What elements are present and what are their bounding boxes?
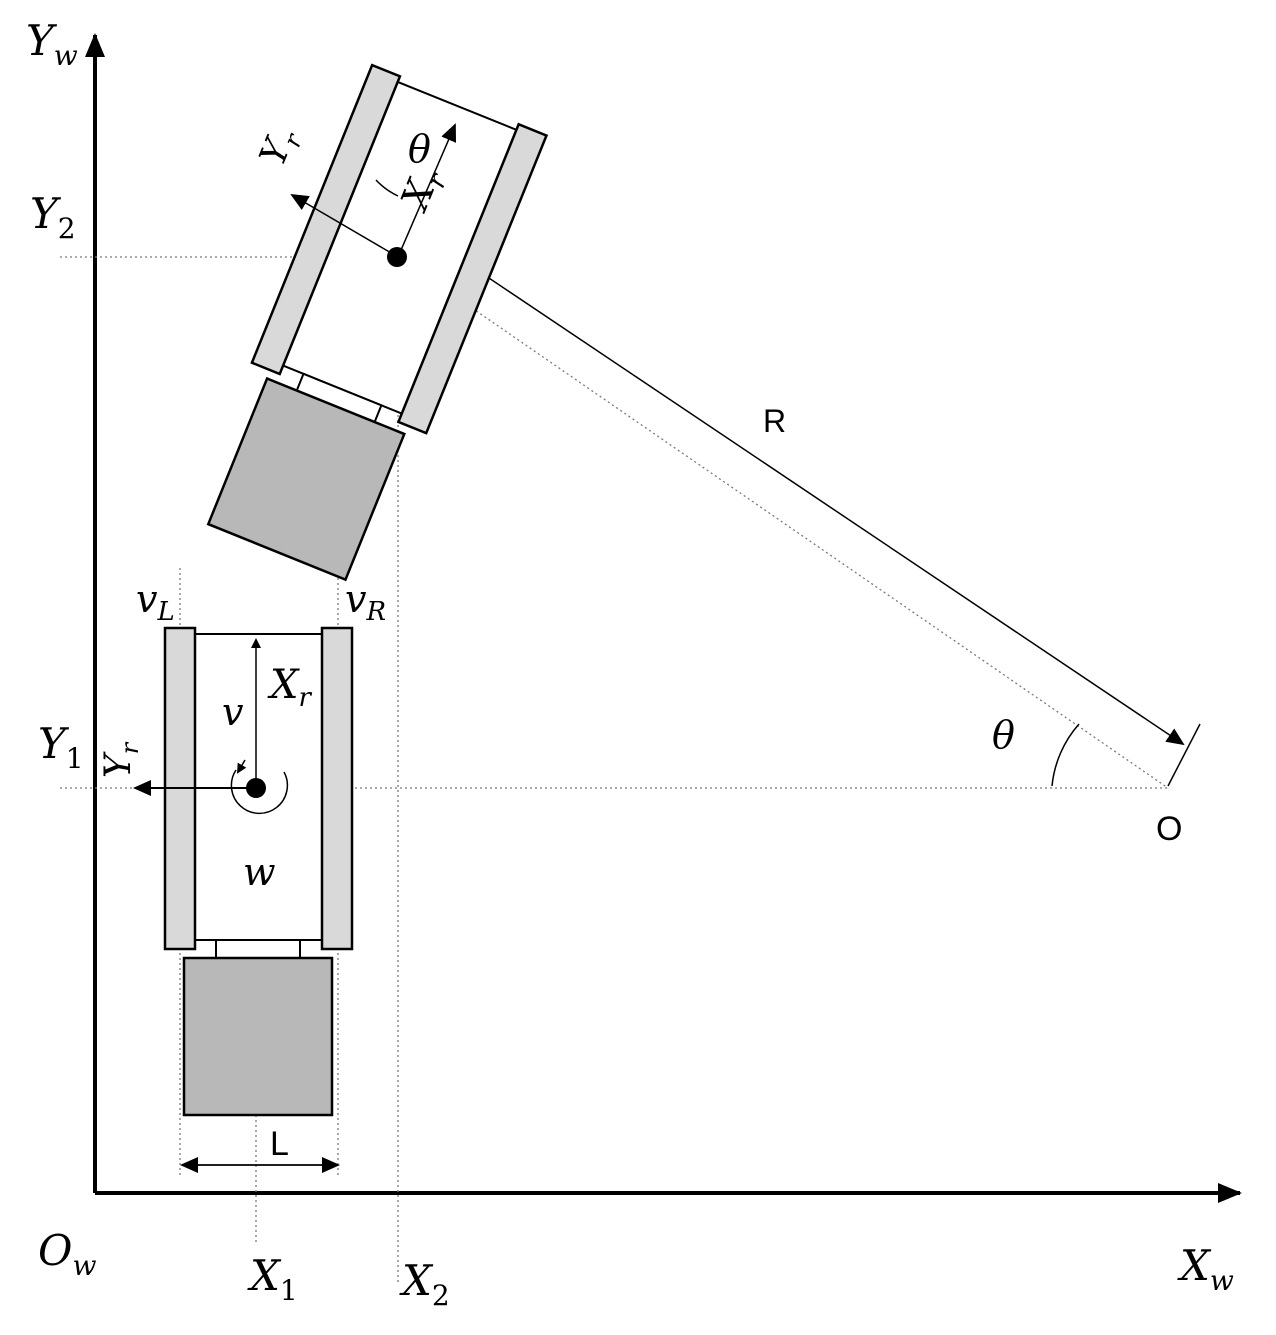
theta-arc-origin — [1051, 723, 1080, 787]
robot-bottom-center — [246, 778, 266, 798]
label-theta-top: θ — [408, 127, 431, 171]
label-yr-top: Yr — [252, 122, 308, 173]
robot-bottom-v-arrow — [236, 759, 247, 774]
label-theta-right: θ — [992, 713, 1015, 757]
label-l: L — [270, 1125, 289, 1163]
theta-arc-top — [375, 179, 399, 197]
label-x1: X1 — [247, 1251, 298, 1307]
robot-top — [206, 63, 549, 582]
label-v: v — [222, 690, 244, 734]
label-vl: vL — [136, 577, 175, 627]
label-w: w — [243, 850, 276, 894]
robot-top-right-wheel — [396, 122, 549, 435]
robot-top-center — [387, 247, 407, 267]
robot-top-yr-arrow — [290, 193, 399, 258]
robot-top-cargo — [206, 376, 406, 582]
robot-bottom — [133, 626, 354, 1117]
robot-bottom-rotation-arc — [230, 769, 289, 815]
label-x2: X2 — [399, 1256, 450, 1312]
robot-bottom-right-wheel — [320, 626, 354, 951]
robot-top-xr-arrow — [397, 123, 457, 258]
label-xw: Xw — [1177, 1241, 1234, 1297]
label-o: O — [1156, 810, 1182, 848]
label-ow: Ow — [38, 1226, 96, 1282]
robot-bottom-hitch — [215, 939, 301, 959]
label-y1: Y1 — [38, 719, 84, 775]
label-vr: vR — [345, 577, 386, 627]
label-y2: Y2 — [30, 189, 76, 245]
label-r: R — [763, 403, 786, 439]
label-yw: Yw — [26, 16, 78, 72]
radius-end-tick — [1167, 723, 1201, 787]
guide-center-line — [397, 256, 1169, 789]
label-yr-bottom: Yr — [98, 741, 144, 778]
label-xr-bottom: Xr — [267, 662, 312, 713]
robot-top-left-wheel — [250, 63, 402, 376]
robot-bottom-cargo — [182, 956, 334, 1117]
radius-arrow — [409, 224, 1185, 746]
